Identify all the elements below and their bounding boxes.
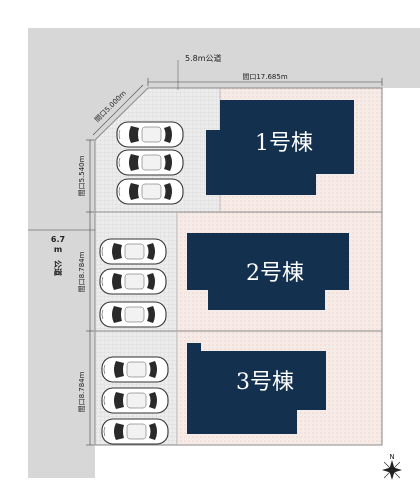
north-compass: N <box>382 453 402 480</box>
building-2 <box>187 233 349 310</box>
frontage-lot2-label: 間口8.784m <box>78 251 86 292</box>
building-1 <box>206 100 354 195</box>
parking-car <box>99 301 167 328</box>
dim-line-corner <box>92 84 144 136</box>
frontage-lot1-label: 間口5.540m <box>78 155 86 196</box>
parking-car <box>101 418 169 445</box>
building-2-label: 2号棟 <box>246 261 304 286</box>
parking-car <box>101 387 169 414</box>
parking-car <box>116 178 184 205</box>
compass-north-label: N <box>389 453 394 461</box>
north-road-label: 5.8m公道 <box>185 53 222 63</box>
site-boundary <box>94 87 383 446</box>
west-road-label: 公道 <box>53 260 63 276</box>
frontage-north-label: 間口17.685m <box>242 73 287 81</box>
building-3 <box>187 343 326 434</box>
road-area <box>28 28 420 478</box>
parking-car <box>116 121 184 148</box>
building-3-label: 3号棟 <box>236 370 294 395</box>
parking-car <box>101 356 169 383</box>
west-road-width: 6.7 <box>51 235 65 244</box>
west-road-unit: m <box>54 245 62 254</box>
frontage-lot3-label: 間口8.784m <box>78 371 86 412</box>
parking-car <box>99 238 167 265</box>
parking-car <box>99 268 167 295</box>
building-1-label: 1号棟 <box>255 131 313 156</box>
parking-car <box>116 149 184 176</box>
